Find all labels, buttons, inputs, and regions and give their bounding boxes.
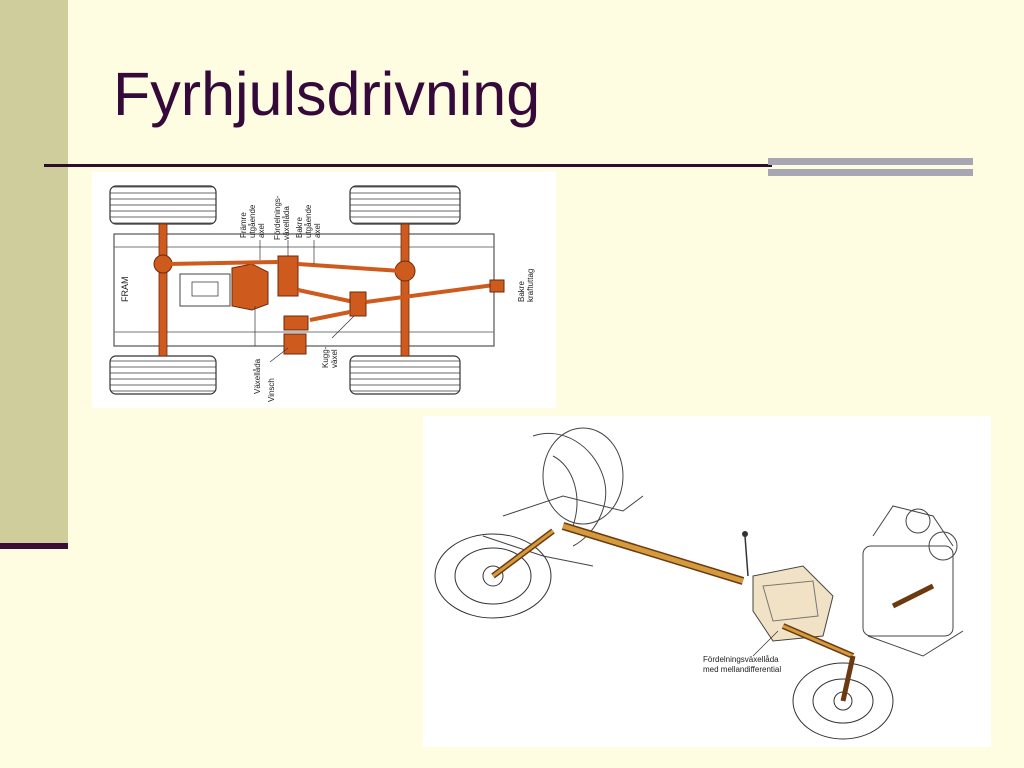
slide-title: Fyrhjulsdrivning [113,60,541,128]
transfer-case [277,255,299,297]
label-bakre-axel-1: Bakre [295,217,304,238]
label-bakre-axel-2: utgående [304,204,313,238]
rear-axle [400,223,410,357]
title-divider [44,164,772,167]
label-kugg-1: Kugg- [321,346,330,368]
svg-text:Bakre utgående axel: Bakre utgående axel [295,202,322,238]
label-bakre-axel-3: axel [313,223,322,238]
rear-drive-shaft [297,262,402,273]
svg-text:Fördelningsväxellåda med m: Fördelningsväxellåda med mellandifferent… [703,655,781,674]
caption-line-1: Fördelningsväxellåda [703,655,779,664]
rear-right-wheel [792,662,894,740]
front-drive-shaft [166,260,279,266]
label-kugg-2: växel [330,349,339,368]
label-vaxellada: Växellåda [253,358,262,394]
wheel-front-right [109,355,217,395]
drivetrain-schematic: FRAM Främre utgående axel Fördelnings- v… [92,172,556,408]
svg-text:Fördelnings- växellåda: Fördelnings- växellåda [273,193,291,240]
label-framre-3: axel [257,223,266,238]
label-framre-2: utgående [248,204,257,238]
rear-power-takeoff-shaft [365,283,495,304]
drivetrain-perspective: Fördelningsväxellåda med mellandifferent… [423,416,991,747]
wheel-rear-right [349,355,461,395]
winch [283,333,307,355]
transfer-case-3d [752,565,834,642]
title-divider-gray-bottom [768,169,973,176]
label-vinsch: Vinsch [267,378,276,402]
label-fordelning-1: Fördelnings- [273,195,282,240]
sidebar-band [0,0,68,547]
front-left-wheel [434,533,552,619]
bevel-gear [349,291,367,317]
label-bakre-kraft-1: Bakre [517,281,526,302]
caption-line-2: med mellandifferential [703,665,781,674]
gearbox [231,263,269,311]
sidebar-accent-line [0,543,68,549]
label-fram: FRAM [120,277,130,303]
svg-text:Bakre kraftuttag: Bakre kraftuttag [517,269,535,302]
drivetrain-perspective-svg: Fördelningsväxellåda med mellandifferent… [434,427,964,740]
engine [179,273,231,307]
wheel-front-left [109,185,217,225]
title-divider-gray-top [768,158,973,165]
wheel-rear-left [349,185,461,225]
label-fordelning-2: växellåda [282,206,291,240]
svg-text:Kugg- växel: Kugg- växel [321,344,339,368]
svg-text:Främre utgående axel: Främre utgående axel [239,202,266,238]
drivetrain-schematic-svg: FRAM Främre utgående axel Fördelnings- v… [109,185,535,402]
engine-block [862,505,964,657]
label-bakre-kraft-2: kraftuttag [526,269,535,302]
front-axle [158,223,168,357]
label-framre-1: Främre [239,212,248,238]
